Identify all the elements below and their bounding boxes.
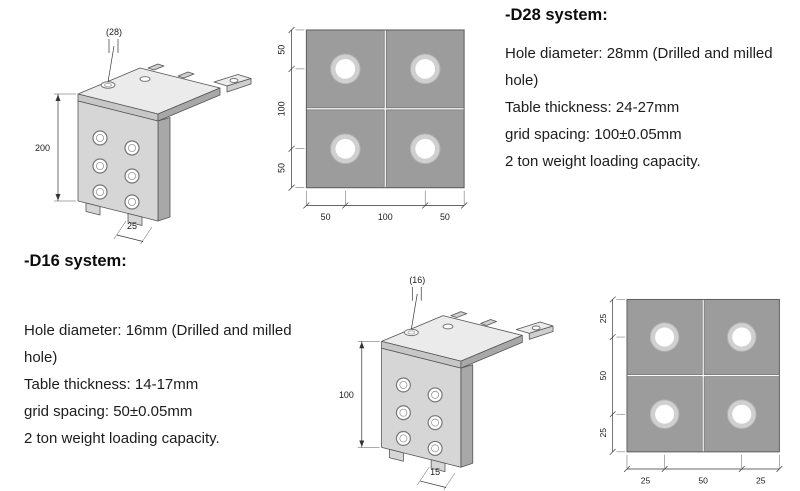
right-side-face xyxy=(157,117,171,222)
plan-bottom-dim-2: 100 xyxy=(378,212,393,222)
height-dim-label: 100 xyxy=(339,390,354,400)
d16-spec-block: -D16 system: Hole diameter: 16mm (Drille… xyxy=(24,252,304,452)
front-holes xyxy=(92,130,140,210)
hole-diameter-dim-label: (16) xyxy=(409,275,425,285)
iso-dimensions-d16: (16) 100 15 xyxy=(339,275,456,490)
foot-dim-label: 25 xyxy=(127,221,137,231)
d28-spec-grid-spacing: grid spacing: 100±0.05mm xyxy=(505,126,682,143)
plan-view-d16: 25 50 25 25 50 25 xyxy=(598,296,783,485)
plan-left-dim-3: 50 xyxy=(277,163,287,173)
iso-dimensions-d28: (28) 200 25 xyxy=(35,27,153,244)
foot xyxy=(389,448,404,462)
side-tab-edge xyxy=(226,78,252,93)
plan-left-dim-3: 25 xyxy=(598,428,608,438)
d28-spec-load-capacity: 2 ton weight loading capacity. xyxy=(505,153,701,170)
tab-hole xyxy=(531,325,541,331)
plan-view-d28: 50 100 50 50 100 50 xyxy=(277,26,468,222)
side-tab-edge xyxy=(528,325,554,340)
foot-dim-label: 15 xyxy=(430,467,440,477)
plan-dimensions-d28: 50 100 50 50 100 50 xyxy=(277,26,468,222)
d16-heading: -D16 system: xyxy=(24,252,127,270)
plan-bottom-dim-1: 25 xyxy=(641,475,651,485)
iso-drawing-d16: (16) 100 15 xyxy=(339,275,554,490)
top-hole xyxy=(139,76,151,82)
d28-spec-block: -D28 system: Hole diameter: 28mm (Drille… xyxy=(505,6,785,175)
right-side-face xyxy=(460,364,474,468)
table-plates-d28 xyxy=(305,29,465,189)
iso-drawing-d28: (28) 200 25 xyxy=(35,27,252,244)
table-plates-d16 xyxy=(626,298,780,453)
d16-spec-grid-spacing: grid spacing: 50±0.05mm xyxy=(24,403,193,420)
d16-spec-load-capacity: 2 ton weight loading capacity. xyxy=(24,430,220,447)
front-holes xyxy=(395,377,443,456)
foot xyxy=(430,459,446,473)
d16-spec-hole-diameter: Hole diameter: 16mm (Drilled and milled … xyxy=(24,322,292,366)
corner-block-d28 xyxy=(77,63,252,226)
underside-edge xyxy=(157,87,221,122)
front-face xyxy=(381,347,462,468)
rear-tab xyxy=(450,311,468,318)
hole-diameter-dim-label: (28) xyxy=(106,27,122,37)
d16-spec-table-thickness: Table thickness: 14-17mm xyxy=(24,376,199,393)
underside-edge xyxy=(460,335,523,369)
front-face xyxy=(77,100,159,222)
rear-tab xyxy=(147,63,165,71)
plan-left-dim-2: 100 xyxy=(277,101,287,116)
corner-block-d16 xyxy=(381,311,554,473)
plan-bottom-dim-1: 50 xyxy=(321,212,331,222)
plan-left-dim-1: 50 xyxy=(277,45,287,55)
rear-tab xyxy=(177,71,195,79)
d28-spec-hole-diameter: Hole diameter: 28mm (Drilled and milled … xyxy=(505,45,773,89)
rear-tab xyxy=(480,319,497,326)
plan-holes xyxy=(649,322,757,429)
foot xyxy=(127,213,143,226)
plan-bottom-dim-2: 50 xyxy=(698,475,708,485)
plan-dimensions-d16: 25 50 25 25 50 25 xyxy=(598,296,783,485)
top-hole xyxy=(442,323,454,330)
top-hole-inner xyxy=(104,83,112,88)
foot xyxy=(85,202,101,216)
plan-bottom-dim-3: 50 xyxy=(440,212,450,222)
plan-left-dim-2: 50 xyxy=(598,371,608,381)
d28-spec-table-thickness: Table thickness: 24-27mm xyxy=(505,99,680,116)
plan-bottom-dim-3: 25 xyxy=(756,475,766,485)
plan-holes xyxy=(330,53,441,165)
height-dim-label: 200 xyxy=(35,143,50,153)
top-hole-inner xyxy=(407,330,416,335)
d28-heading: -D28 system: xyxy=(505,6,608,24)
tab-hole xyxy=(229,78,239,83)
plan-left-dim-1: 25 xyxy=(598,313,608,323)
